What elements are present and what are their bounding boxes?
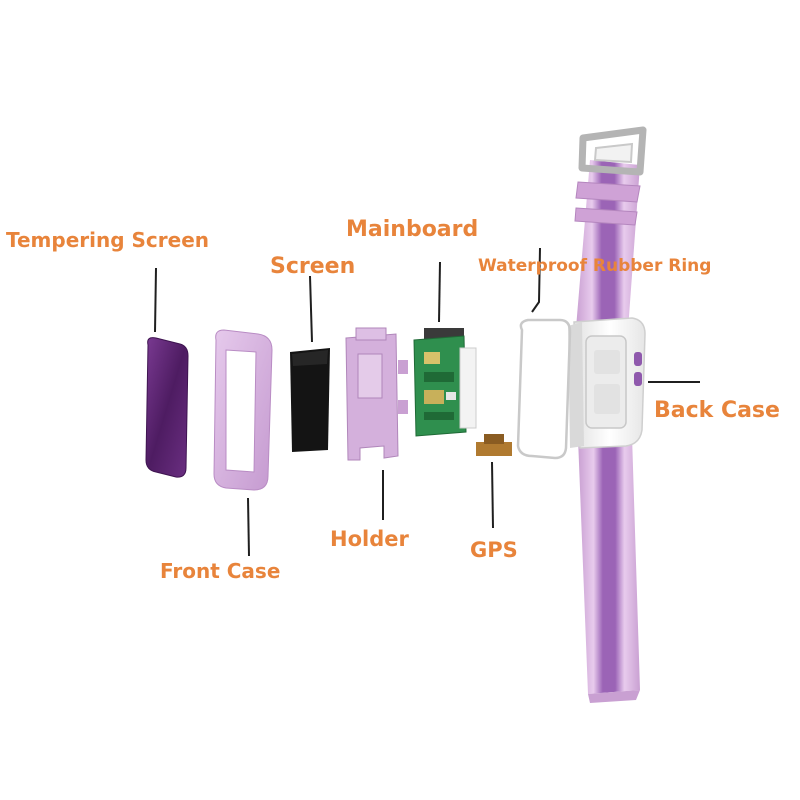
label-mainboard: Mainboard (346, 217, 479, 242)
leader-front-case (247, 497, 250, 557)
back-case (568, 317, 646, 449)
watch-strap-bottom (578, 436, 640, 703)
label-holder: Holder (330, 527, 409, 551)
leader-mainboard (438, 261, 441, 323)
label-waterproof-rubber-ring: Waterproof Rubber Ring (478, 256, 712, 276)
leader-screen (309, 275, 313, 343)
leader-tempering-screen (154, 267, 157, 333)
buckle (578, 126, 647, 176)
waterproof-rubber-ring (516, 318, 572, 460)
label-front-case: Front Case (160, 559, 281, 583)
label-screen: Screen (270, 254, 356, 279)
label-tempering-screen: Tempering Screen (6, 228, 209, 252)
leader-waterproof-ring (531, 247, 541, 313)
front-case (213, 329, 273, 491)
leader-gps (491, 461, 494, 529)
tempering-screen (145, 337, 189, 478)
label-gps: GPS (470, 538, 518, 562)
holder (345, 327, 408, 461)
leader-lines (154, 247, 700, 557)
mainboard (413, 328, 477, 437)
label-back-case: Back Case (654, 398, 780, 423)
lcd-screen (290, 348, 330, 452)
gps-module (476, 434, 512, 456)
watch-strap-top (574, 126, 647, 330)
